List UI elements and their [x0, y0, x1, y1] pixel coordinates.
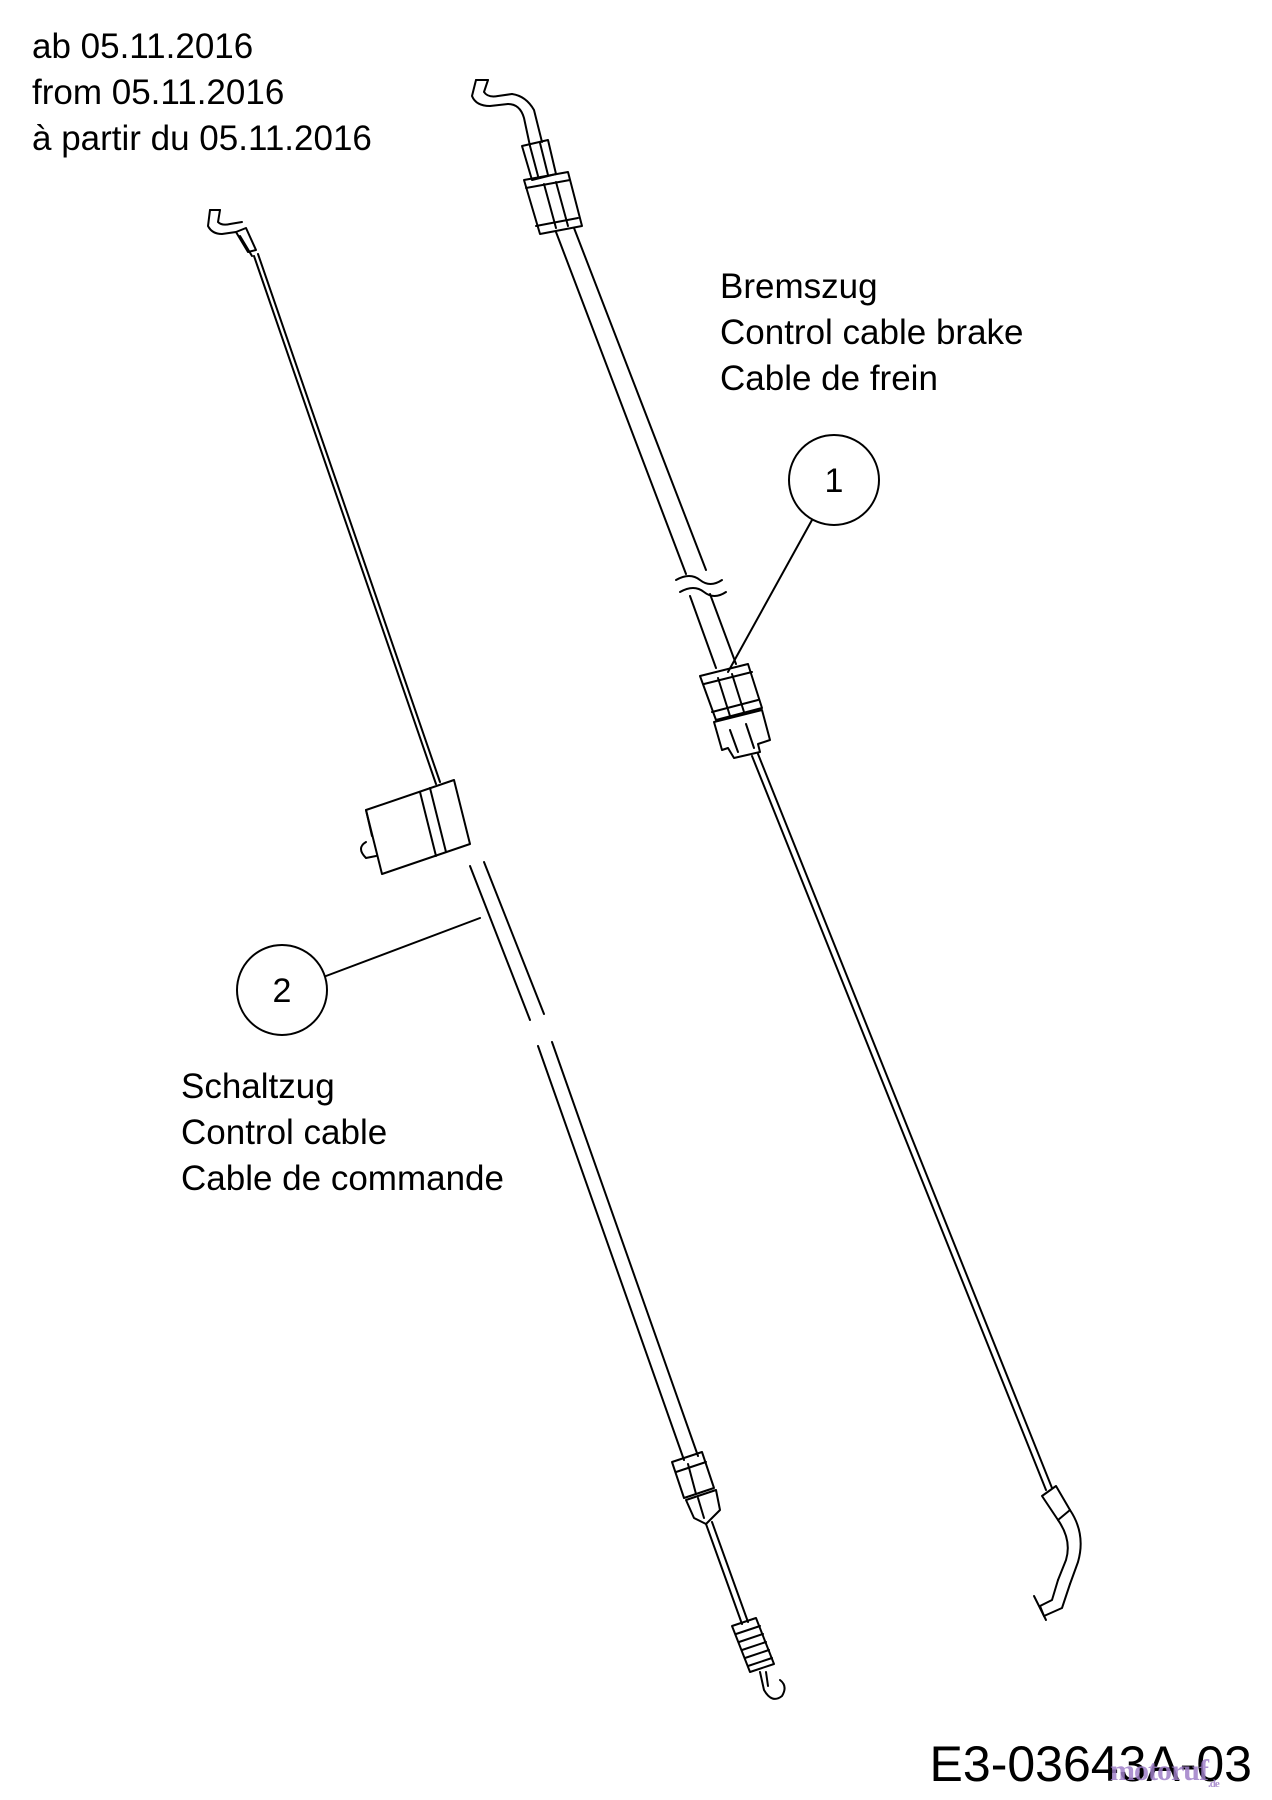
brake-cable-name-de: Bremszug: [720, 267, 878, 306]
control-cable-name-fr: Cable de commande: [181, 1159, 504, 1198]
callout-2-circle: [236, 944, 328, 1036]
control-cable-housing-lower-edge: [551, 1041, 699, 1457]
brake-cable-top-clip: [521, 139, 557, 181]
callout-2: 2: [236, 917, 481, 1036]
control-cable-wire-upper: [253, 255, 437, 785]
control-cable-name-en: Control cable: [181, 1113, 388, 1152]
callout-2-leader: [325, 917, 481, 977]
callout-1-circle: [788, 434, 880, 526]
callout-2-number: 2: [273, 972, 292, 1010]
brake-cable: [471, 79, 1082, 1621]
watermark-suffix: .de: [1207, 1778, 1220, 1790]
control-cable-wire-upper-edge: [257, 253, 441, 783]
control-cable-housing-lower: [537, 1045, 685, 1461]
control-cable-spring: [731, 1617, 775, 1673]
callout-1: 1: [727, 434, 880, 673]
control-cable-inner-wire-edge: [711, 1521, 749, 1623]
brake-cable-label: Bremszug Control cable brake Cable de fr…: [720, 264, 1024, 402]
control-cable-bottom-hook: [759, 1671, 786, 1700]
brake-cable-lower-ferrule: [699, 663, 763, 721]
control-cable-housing-upper-edge: [483, 861, 545, 1015]
control-cable-inner-wire: [705, 1523, 743, 1625]
callout-1-leader: [727, 519, 813, 673]
brake-cable-top-hook: [471, 79, 543, 147]
control-cable: [207, 209, 786, 1700]
date-english: from 05.11.2016: [32, 73, 285, 112]
control-cable-name-de: Schaltzug: [181, 1067, 335, 1106]
brake-cable-name-en: Control cable brake: [720, 313, 1024, 352]
watermark-logo: motoruf.de: [1110, 1754, 1220, 1790]
callout-1-number: 1: [825, 462, 844, 500]
drawing-code: E3-03643A-03: [929, 1736, 1252, 1792]
brake-cable-lower-clip: [713, 709, 771, 759]
control-cable-housing-upper: [469, 865, 531, 1021]
control-cable-lower-clip: [685, 1489, 721, 1525]
date-french: à partir du 05.11.2016: [32, 119, 372, 158]
brake-cable-inner-wire: [751, 755, 1047, 1491]
control-cable-lower-ferrule: [671, 1451, 715, 1499]
brake-cable-housing: [555, 227, 737, 669]
brake-cable-top-ferrule: [523, 171, 583, 235]
validity-date-block: ab 05.11.2016 from 05.11.2016 à partir d…: [32, 24, 372, 162]
control-cable-label: Schaltzug Control cable Cable de command…: [181, 1064, 504, 1202]
control-cable-clamp: [360, 779, 471, 875]
date-german: ab 05.11.2016: [32, 27, 254, 66]
control-cable-top-hook: [207, 209, 257, 257]
brake-cable-inner-wire-edge: [757, 753, 1053, 1489]
brake-cable-bottom-hook: [1033, 1485, 1082, 1621]
watermark-text: motoruf: [1110, 1754, 1209, 1787]
brake-cable-name-fr: Cable de frein: [720, 359, 938, 398]
